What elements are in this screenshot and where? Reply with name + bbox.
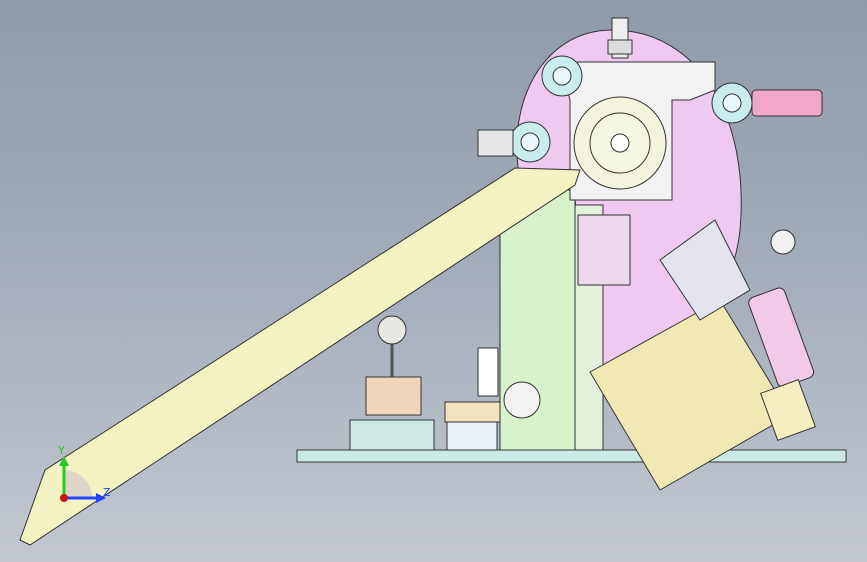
coordinate-triad: Y Z <box>57 444 111 503</box>
triad-arc <box>64 470 92 498</box>
y-axis-label: Y <box>57 444 65 457</box>
roller-left-hub <box>520 132 540 152</box>
z-arrow-icon <box>96 493 106 503</box>
top-stud-cap <box>607 39 633 55</box>
central-pulley-hub <box>610 133 630 153</box>
cylinder-fitting <box>760 379 816 441</box>
mount-plate <box>577 214 631 286</box>
roller-top-left-hub <box>552 66 572 86</box>
ball-knob <box>377 315 407 345</box>
base-plate <box>296 449 847 463</box>
actuator-body <box>659 219 751 321</box>
lever-base <box>349 419 435 451</box>
sensor-post <box>477 347 499 397</box>
triad-origin <box>60 494 68 502</box>
pink-nozzle <box>751 89 823 117</box>
column-knob <box>503 381 541 419</box>
sensor-base <box>446 421 498 451</box>
side-knob <box>770 229 796 255</box>
z-axis-label: Z <box>103 486 111 499</box>
y-arrow-icon <box>59 456 69 466</box>
roller-right-hub <box>722 93 742 113</box>
lever-block <box>365 376 422 416</box>
left-bracket <box>477 129 514 157</box>
inclined-chute <box>19 167 581 546</box>
sensor-body <box>444 401 501 423</box>
